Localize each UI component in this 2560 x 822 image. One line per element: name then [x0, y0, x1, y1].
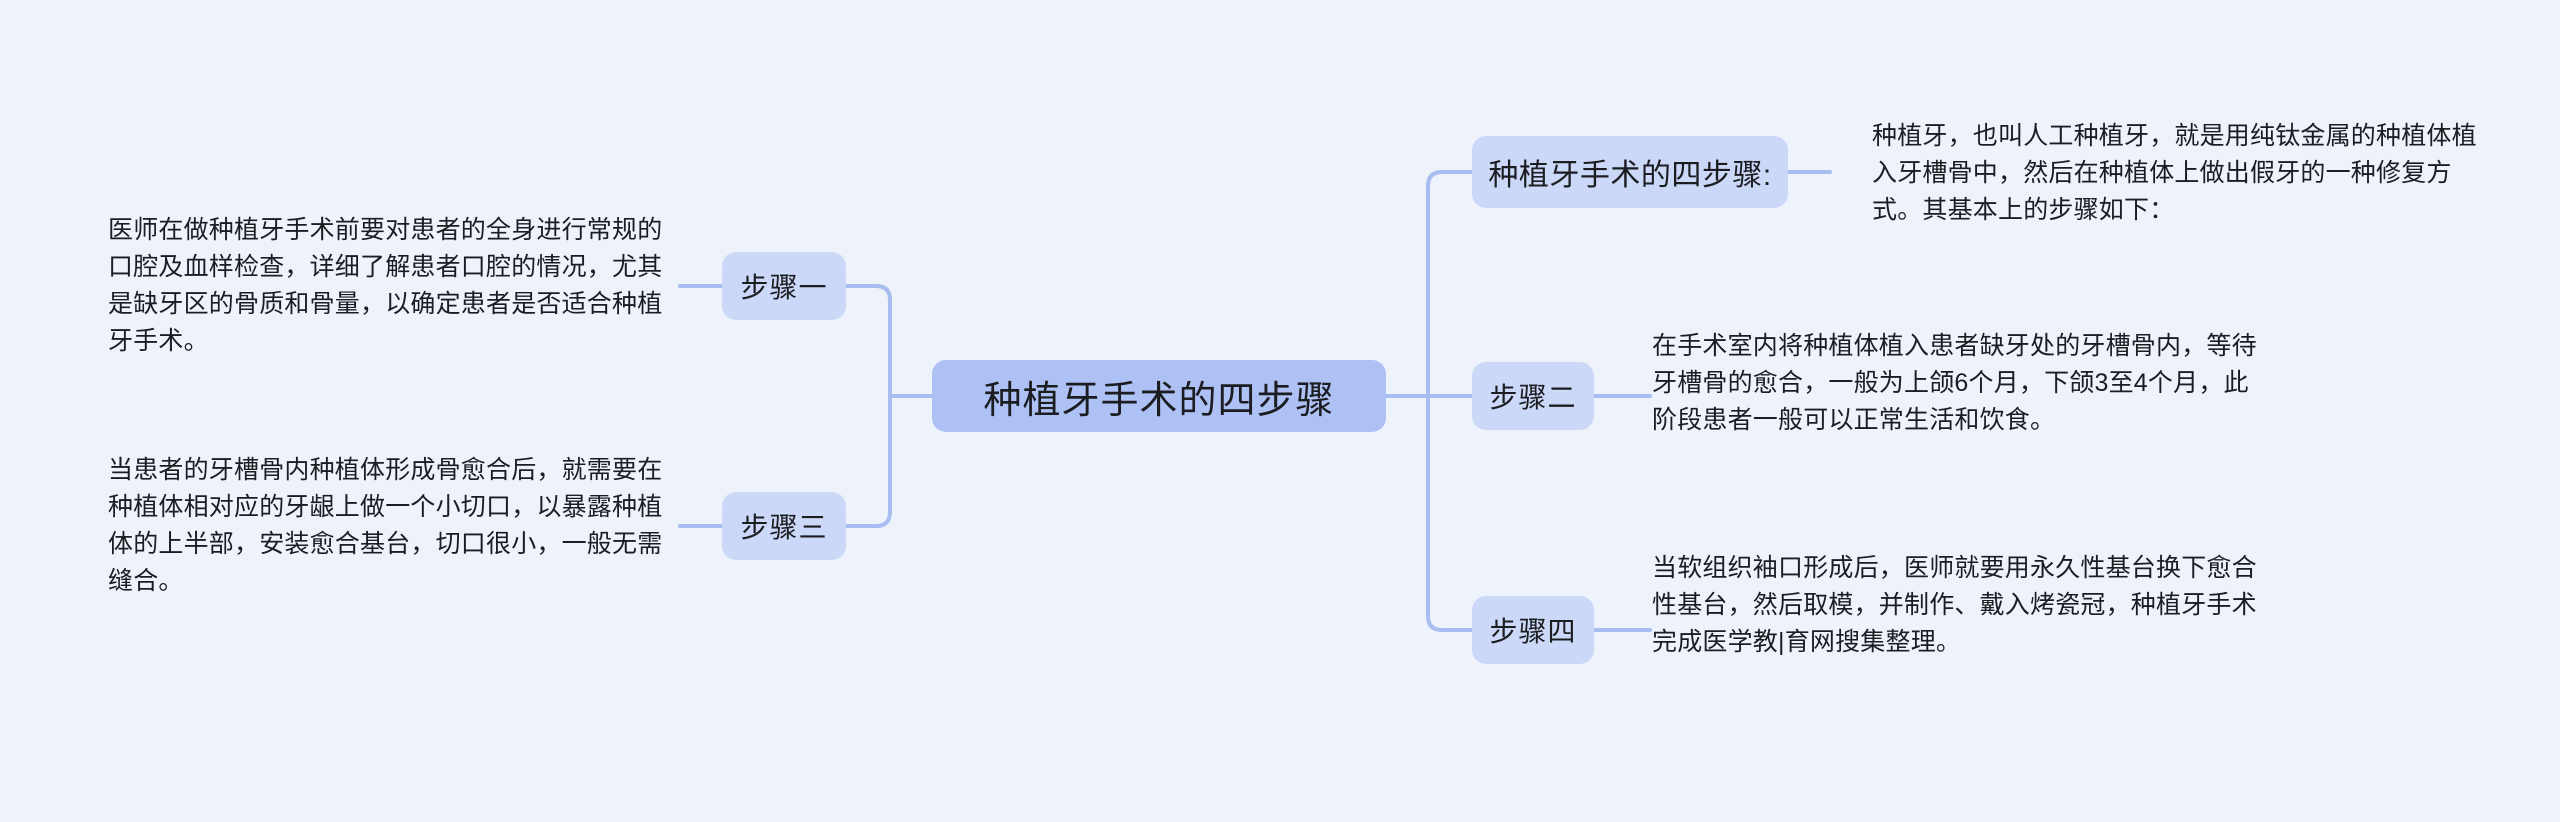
branch-node-overview[interactable]: 种植牙手术的四步骤:: [1472, 136, 1788, 208]
leaf-text-step-one: 医师在做种植牙手术前要对患者的全身进行常规的口腔及血样检查，详细了解患者口腔的情…: [108, 216, 663, 355]
leaf-text-step-two: 在手术室内将种植体植入患者缺牙处的牙槽骨内，等待牙槽骨的愈合，一般为上颌6个月，…: [1652, 332, 2257, 434]
branch-node-step-four[interactable]: 步骤四: [1472, 596, 1594, 664]
branch-node-step-two[interactable]: 步骤二: [1472, 362, 1594, 430]
leaf-text-step-four: 当软组织袖口形成后，医师就要用永久性基台换下愈合性基台，然后取模，并制作、戴入烤…: [1652, 554, 2257, 656]
branch-node-overview-label: 种植牙手术的四步骤:: [1488, 159, 1772, 192]
leaf-text-step-three: 当患者的牙槽骨内种植体形成骨愈合后，就需要在种植体相对应的牙龈上做一个小切口，以…: [108, 456, 663, 595]
connector-left-step-three: [844, 394, 892, 528]
root-node[interactable]: 种植牙手术的四步骤: [932, 360, 1386, 432]
branch-node-step-four-label: 步骤四: [1489, 616, 1577, 647]
connector-right-step-four: [1426, 394, 1474, 632]
branch-node-step-three-label: 步骤三: [740, 512, 828, 543]
branch-node-step-two-label: 步骤二: [1489, 382, 1577, 413]
leaf-text-overview: 种植牙，也叫人工种植牙，就是用纯钛金属的种植体植入牙槽骨中，然后在种植体上做出假…: [1872, 122, 2477, 224]
connector-left-step-one: [844, 284, 892, 398]
branch-node-step-one[interactable]: 步骤一: [722, 252, 846, 320]
branch-node-step-three[interactable]: 步骤三: [722, 492, 846, 560]
branch-node-step-one-label: 步骤一: [740, 272, 828, 303]
connector-right-topic-one: [1426, 170, 1474, 398]
root-node-label: 种植牙手术的四步骤: [983, 379, 1335, 422]
